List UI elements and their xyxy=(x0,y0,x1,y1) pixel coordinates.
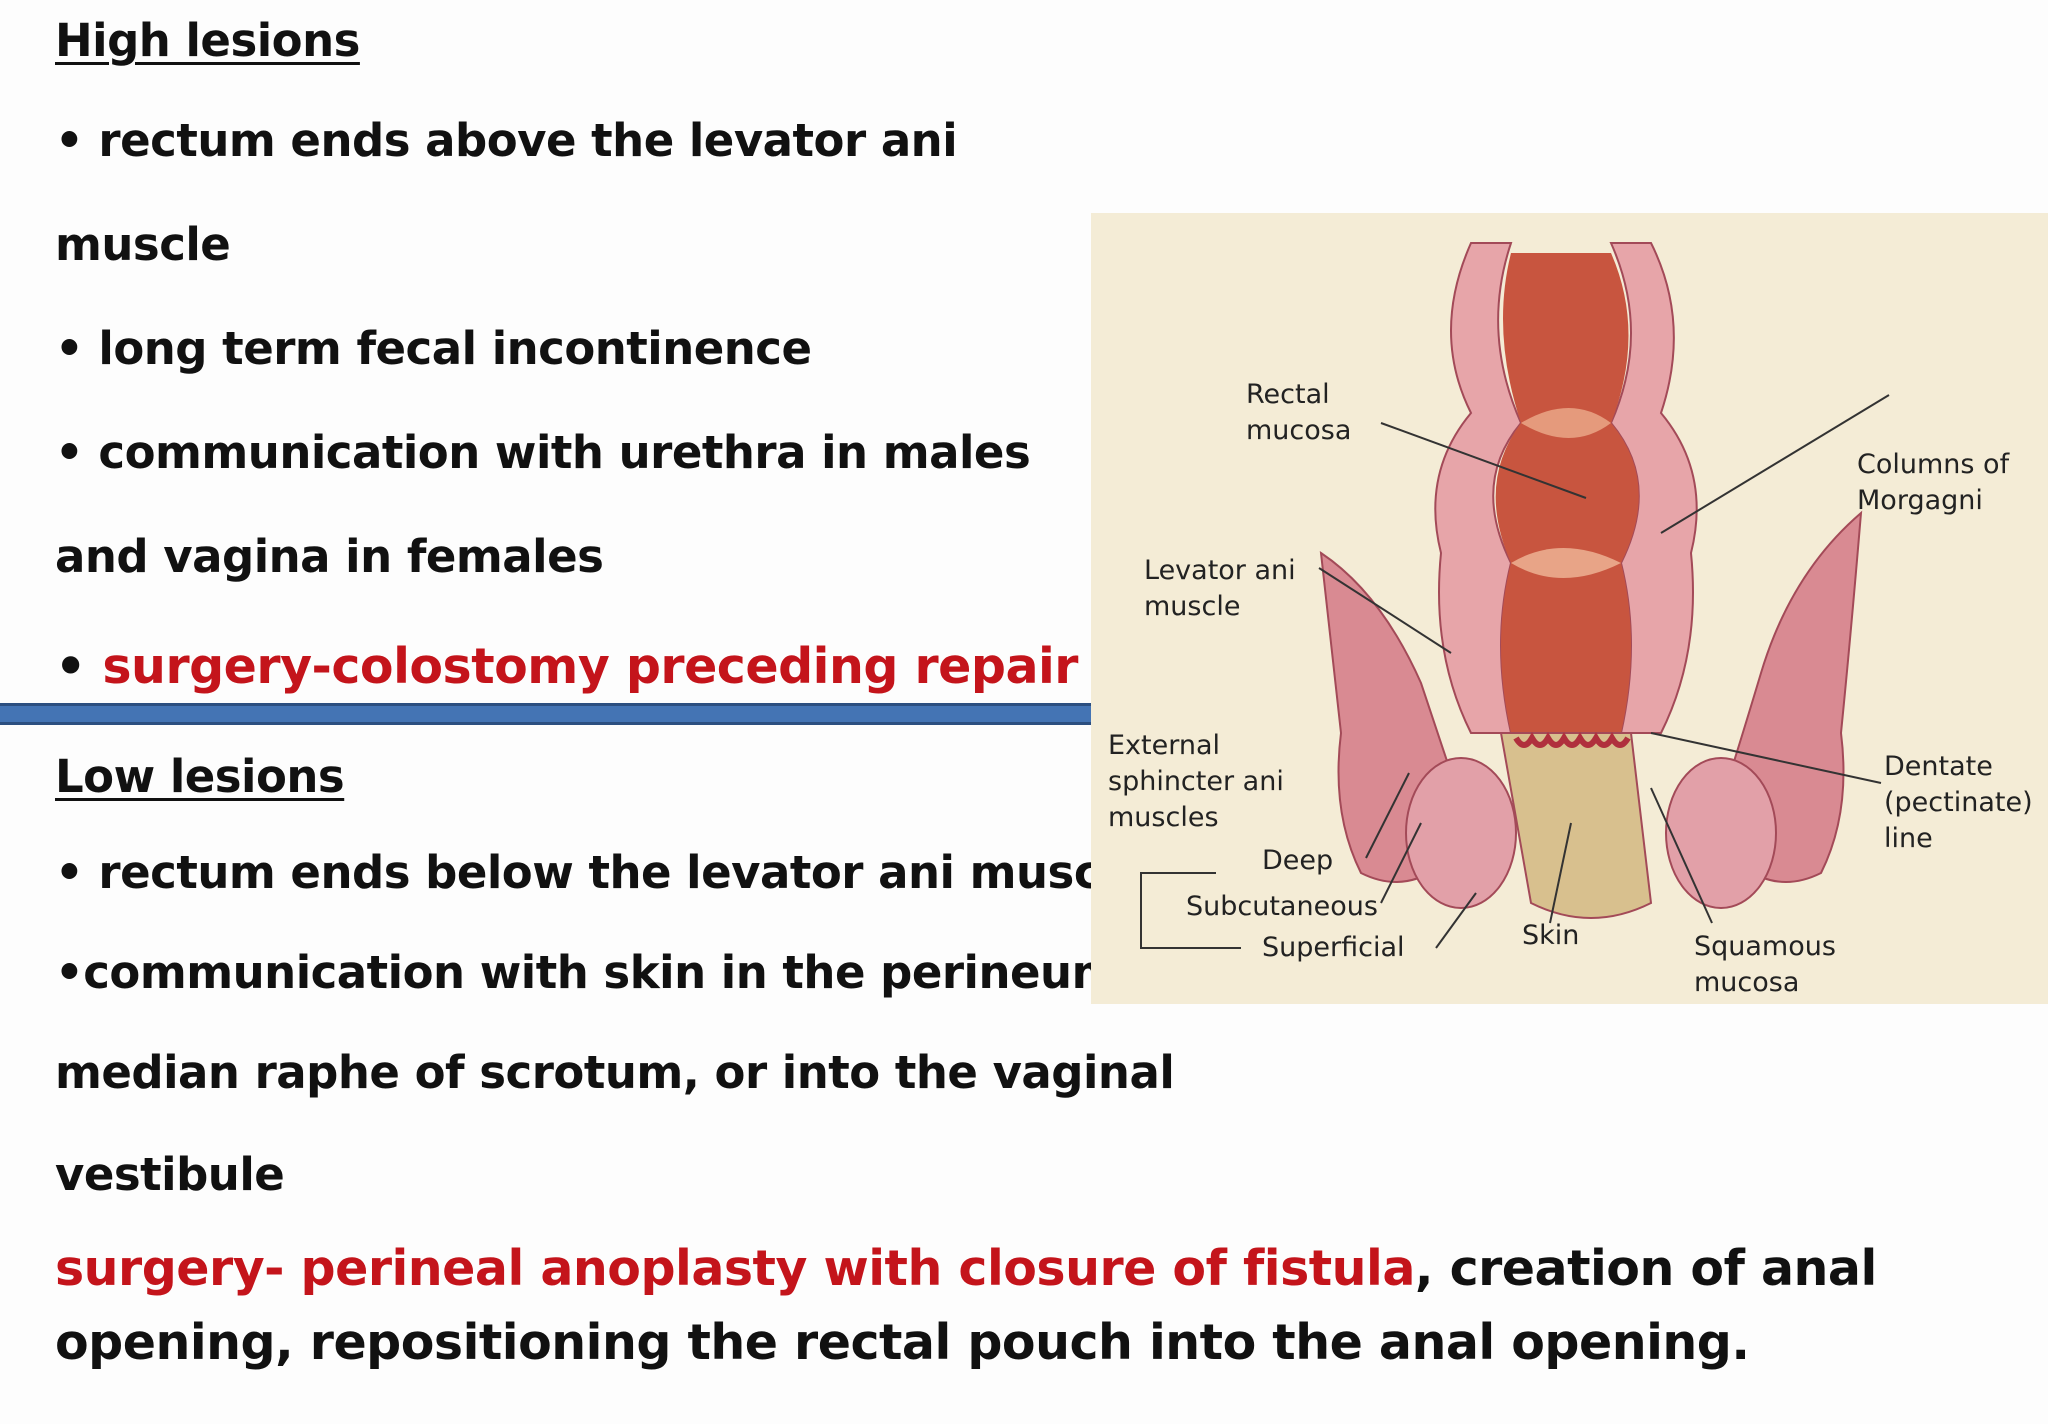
high-line-4: • communication with urethra in males xyxy=(55,426,1031,479)
label-columns-of: Columns of xyxy=(1857,449,2011,480)
high-surgery-line: • surgery-colostomy preceding repair xyxy=(55,638,1078,695)
anal-canal-anatomy-figure: Rectal mucosa Columns of Morgagni Levato… xyxy=(1091,213,2048,1004)
high-line-1: • rectum ends above the levator ani xyxy=(55,114,958,167)
label-squamous-mucosa: mucosa xyxy=(1694,967,1799,998)
label-skin: Skin xyxy=(1522,920,1579,951)
label-levator-muscle: muscle xyxy=(1144,591,1240,622)
low-surgery-red-text: surgery- perineal anoplasty with closure… xyxy=(55,1240,1415,1297)
label-subcutaneous: Subcutaneous xyxy=(1186,891,1378,922)
low-lesions-heading: Low lesions xyxy=(55,750,345,803)
high-line-3: • long term fecal incontinence xyxy=(55,322,812,375)
low-line-3: median raphe of scrotum, or into the vag… xyxy=(55,1046,1175,1099)
label-external: External xyxy=(1108,730,1220,761)
low-line-4: vestibule xyxy=(55,1148,285,1201)
low-line-2: •communication with skin in the perineum… xyxy=(55,946,1135,999)
high-line-2: muscle xyxy=(55,218,231,271)
low-surgery-line-1: surgery- perineal anoplasty with closure… xyxy=(55,1240,1877,1297)
label-levator-ani: Levator ani xyxy=(1144,555,1296,586)
label-rectal-mucosa: mucosa xyxy=(1246,415,1351,446)
label-squamous: Squamous xyxy=(1694,931,1836,962)
high-line-5: and vagina in females xyxy=(55,530,604,583)
high-lesions-heading: High lesions xyxy=(55,14,360,67)
label-rectal: Rectal xyxy=(1246,379,1330,410)
label-sphincter-ani: sphincter ani xyxy=(1108,766,1284,797)
label-deep: Deep xyxy=(1262,845,1333,876)
label-line: line xyxy=(1884,823,1933,854)
label-morgagni: Morgagni xyxy=(1857,485,1983,516)
label-dentate: Dentate xyxy=(1884,751,1993,782)
low-surgery-line-2: opening, repositioning the rectal pouch … xyxy=(55,1314,1750,1371)
high-surgery-bullet: • xyxy=(55,638,86,695)
low-line-1: • rectum ends below the levator ani musc… xyxy=(55,846,1145,899)
label-pectinate: (pectinate) xyxy=(1884,787,2033,818)
label-superficial: Superficial xyxy=(1262,932,1405,963)
label-muscles: muscles xyxy=(1108,802,1219,833)
low-surgery-rest-text: , creation of anal xyxy=(1414,1240,1877,1297)
high-surgery-text: surgery-colostomy preceding repair xyxy=(102,638,1078,695)
